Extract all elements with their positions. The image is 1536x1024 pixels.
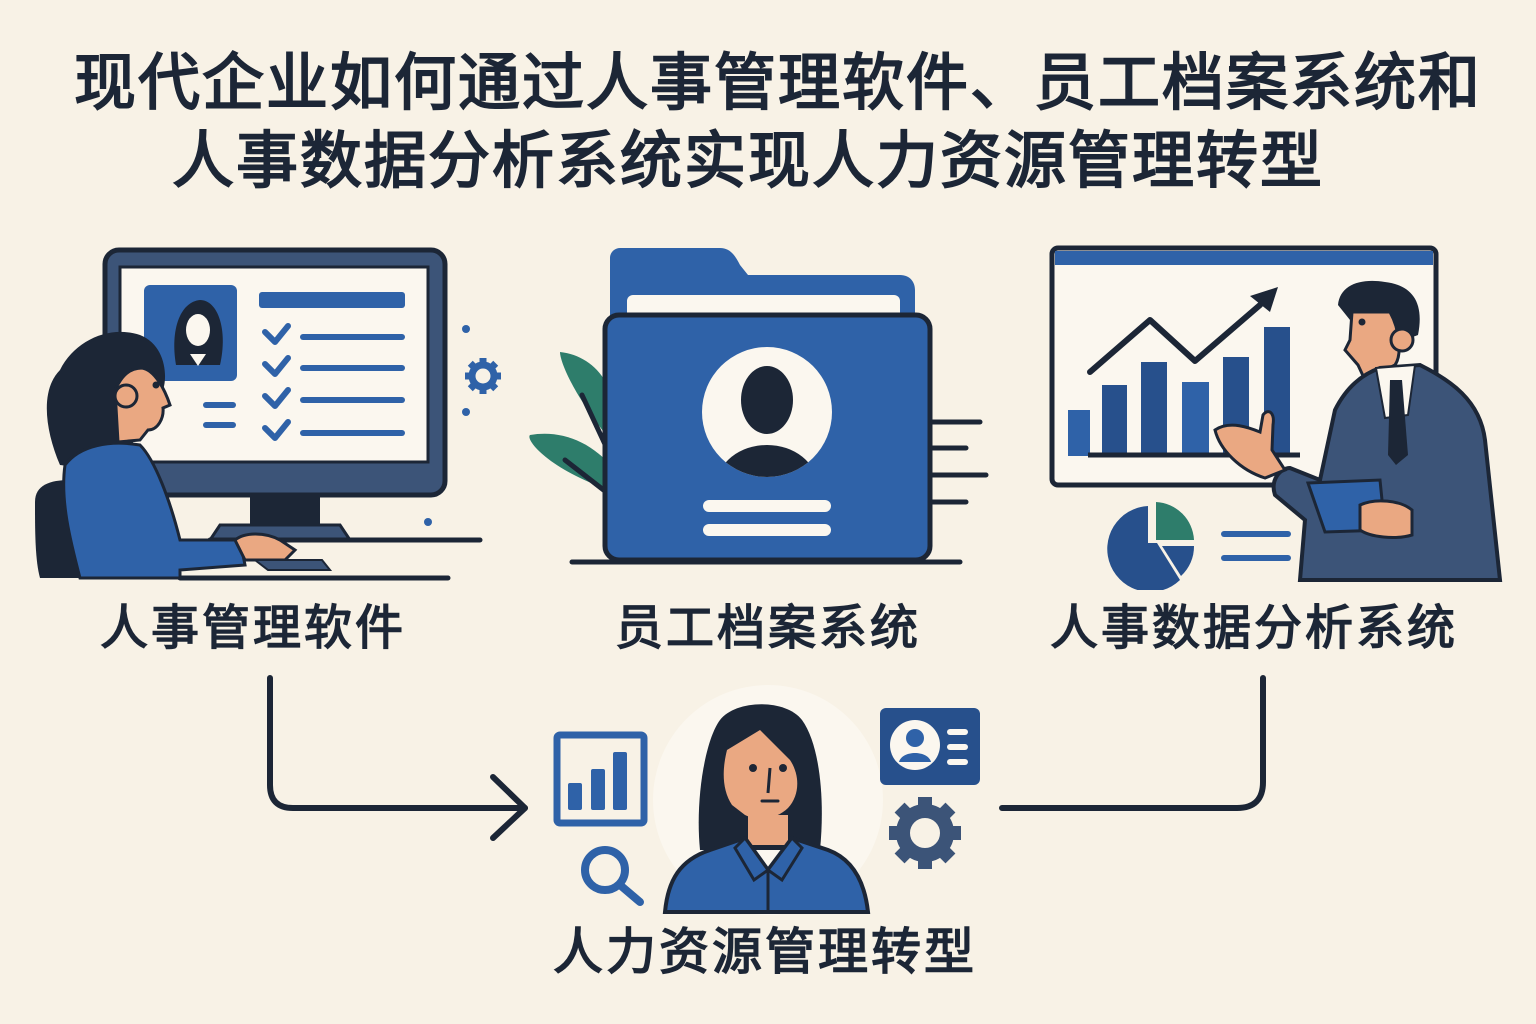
title-line-1: 现代企业如何通过人事管理软件、员工档案系统和 — [73, 46, 1482, 119]
pie-chart-icon — [1107, 502, 1195, 590]
user-avatar-icon — [702, 347, 832, 477]
line-hr-analytics-to-result — [999, 675, 1266, 811]
arrow-head-icon — [490, 774, 528, 841]
node-label-hr-software: 人事管理软件 — [100, 600, 407, 656]
gear-icon — [889, 797, 961, 869]
trend-arrow-icon — [1250, 287, 1278, 312]
employee-records-illustration — [520, 240, 1000, 580]
hr-software-illustration — [30, 240, 510, 590]
result-label: 人力资源管理转型 — [553, 923, 977, 981]
node-label-hr-analytics: 人事数据分析系统 — [1050, 600, 1459, 656]
hr-analytics-illustration — [1040, 240, 1520, 590]
checkmark-icon — [262, 323, 291, 441]
node-label-employee-records: 员工档案系统 — [615, 600, 922, 656]
search-icon — [581, 846, 644, 906]
result-illustration — [540, 680, 1000, 920]
arrow-hr-software-to-result — [267, 675, 528, 811]
title-line-2: 人事数据分析系统实现人力资源管理转型 — [171, 124, 1324, 197]
gear-icon — [465, 358, 501, 394]
analytics-chart-icon — [553, 731, 648, 827]
id-card-icon — [880, 708, 980, 785]
page-title: 现代企业如何通过人事管理软件、员工档案系统和 人事数据分析系统实现人力资源管理转… — [0, 44, 1536, 200]
bar-chart-icon — [1068, 327, 1300, 458]
profile-card-icon — [144, 285, 237, 381]
